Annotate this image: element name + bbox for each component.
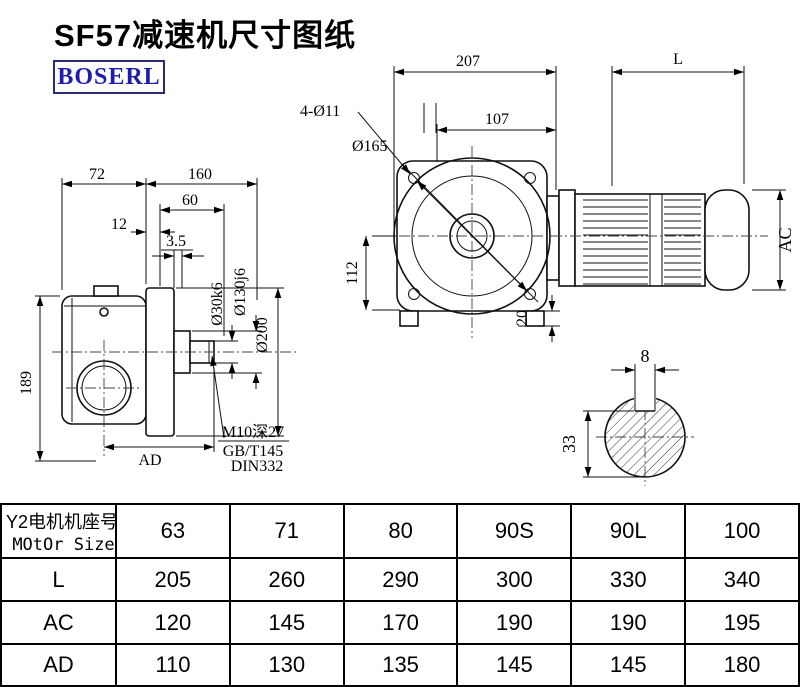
holes-4xd11: 4-Ø11 (300, 103, 340, 120)
dim-ad: AD (138, 452, 161, 469)
table-cell: 170 (342, 600, 459, 645)
table-cell: 71 (228, 503, 345, 559)
foot-left (399, 310, 419, 327)
table-cell: 80 (342, 503, 459, 559)
left-view: 72 160 60 12 3.5 189 AD (18, 166, 298, 475)
shaft-section-view: 8 33 (559, 346, 694, 486)
dim-3p5: 3.5 (166, 233, 186, 250)
mounting-flange (145, 287, 175, 437)
dim-207: 207 (456, 53, 480, 70)
table-cell: 190 (570, 600, 687, 645)
dim-107: 107 (485, 111, 509, 128)
bolt-hole (408, 288, 420, 300)
header-label-en: MOtOr Size (12, 535, 115, 555)
motor-endcap (704, 189, 750, 291)
size-table: Y2电机机座号 MOtOr Size 63 71 80 90S 90L 100 … (0, 503, 800, 687)
dim-160: 160 (188, 166, 212, 183)
dim-189: 189 (18, 371, 35, 395)
dim-60: 60 (182, 192, 198, 209)
bolt-hole (524, 288, 536, 300)
table-row-L: L 205 260 290 300 330 340 (0, 557, 800, 602)
dim-8: 8 (641, 346, 650, 366)
table-cell: 205 (115, 557, 231, 602)
brand-logo-text: BOSERL (57, 63, 161, 90)
brand-logo-box: BOSERL (53, 60, 165, 94)
dim-L: L (673, 51, 683, 68)
table-cell: 145 (456, 643, 573, 687)
table-cell: 300 (456, 557, 573, 602)
table-cell: 63 (115, 503, 231, 559)
motor-size-header-cell: Y2电机机座号 MOtOr Size (0, 503, 119, 559)
table-cell: 290 (342, 557, 459, 602)
motor-flange (558, 189, 576, 287)
table-cell: 110 (115, 643, 231, 687)
header-label-cn: Y2电机机座号 (6, 512, 119, 532)
dim-20: 20 (514, 310, 531, 326)
table-cell: 120 (115, 600, 231, 645)
dim-112: 112 (344, 261, 361, 284)
dim-33: 33 (559, 435, 579, 453)
dia-165-label: Ø165 (352, 138, 388, 155)
table-cell: 330 (570, 557, 687, 602)
dim-12: 12 (111, 216, 127, 233)
keyway-slot (634, 389, 656, 411)
housing-lug (93, 285, 119, 297)
bolt-hole (408, 172, 420, 184)
dia-130j6-label: Ø130j6 (232, 268, 249, 316)
table-cell: 145 (228, 600, 345, 645)
page-title: SF57减速机尺寸图纸 (54, 18, 357, 53)
row-label: L (0, 557, 117, 602)
table-row-AD: AD 110 130 135 145 145 180 (0, 643, 800, 687)
table-cell: 135 (342, 643, 459, 687)
front-view: 207 L 4-Ø11 107 Ø165 112 AC 20 (300, 51, 795, 342)
tap-note: M10深27 (222, 423, 284, 441)
cooling-fins-right (664, 199, 701, 285)
table-cell: 190 (456, 600, 573, 645)
dia-200-label: Ø200 (254, 317, 271, 353)
output-bore-circle (76, 360, 132, 416)
table-row-header: Y2电机机座号 MOtOr Size 63 71 80 90S 90L 100 (0, 503, 800, 559)
row-label: AC (0, 600, 117, 645)
table-cell: 340 (684, 557, 800, 602)
dim-72: 72 (89, 166, 105, 183)
gb-standard: GB/T145 (223, 443, 283, 460)
table-cell: 90S (456, 503, 573, 559)
table-cell: 90L (570, 503, 687, 559)
din-standard: DIN332 (231, 458, 283, 475)
table-row-AC: AC 120 145 170 190 190 195 (0, 600, 800, 645)
bolt-hole (524, 172, 536, 184)
table-cell: 180 (684, 643, 800, 687)
dimension-drawing: 72 160 60 12 3.5 189 AD (18, 51, 795, 486)
table-cell: 260 (228, 557, 345, 602)
motor-adapter (546, 195, 560, 281)
dim-ac: AC (775, 227, 795, 252)
motor-body (574, 193, 706, 287)
table-cell: 145 (570, 643, 687, 687)
dia-30k6-label: Ø30k6 (209, 282, 226, 326)
cooling-fins-left (583, 199, 648, 285)
table-cell: 100 (684, 503, 800, 559)
oil-plug-circle (99, 307, 109, 317)
row-label: AD (0, 643, 117, 687)
table-cell: 130 (228, 643, 345, 687)
table-cell: 195 (684, 600, 800, 645)
